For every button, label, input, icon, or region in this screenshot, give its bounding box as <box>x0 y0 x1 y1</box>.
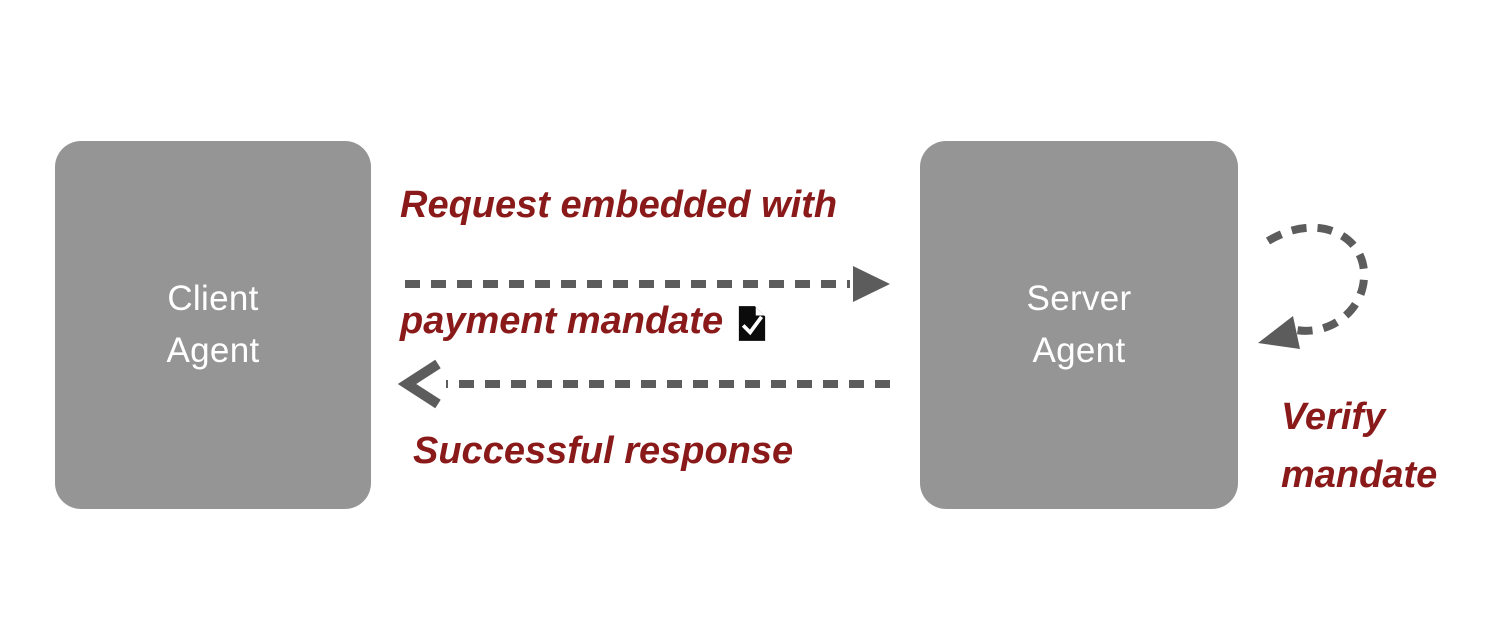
verify-loop-arrow <box>1258 223 1369 349</box>
request-label-line1: Request embedded with <box>400 184 838 226</box>
client-agent-label: Client Agent <box>166 279 260 370</box>
verify-mandate-label: Verify mandate <box>1281 396 1438 496</box>
request-label: Request embedded with payment mandate <box>400 118 837 408</box>
request-label-line2-row: payment mandate <box>400 292 837 350</box>
verify-loop-arrowhead <box>1258 316 1300 349</box>
document-check-icon-check <box>741 315 764 335</box>
document-check-icon <box>738 305 766 341</box>
verify-loop-line <box>1265 223 1369 335</box>
response-arrow <box>397 359 890 409</box>
response-arrowhead <box>397 359 441 409</box>
document-check-icon-body <box>738 305 766 341</box>
server-agent-node: Server Agent <box>920 141 1238 509</box>
request-arrowhead <box>853 266 890 302</box>
request-label-line2: payment mandate <box>400 300 724 342</box>
request-arrow <box>405 266 890 302</box>
client-agent-node: Client Agent <box>55 141 371 509</box>
server-agent-label: Server Agent <box>1026 279 1132 370</box>
response-label: Successful response <box>413 430 794 472</box>
document-check-icon-fold <box>755 306 765 316</box>
